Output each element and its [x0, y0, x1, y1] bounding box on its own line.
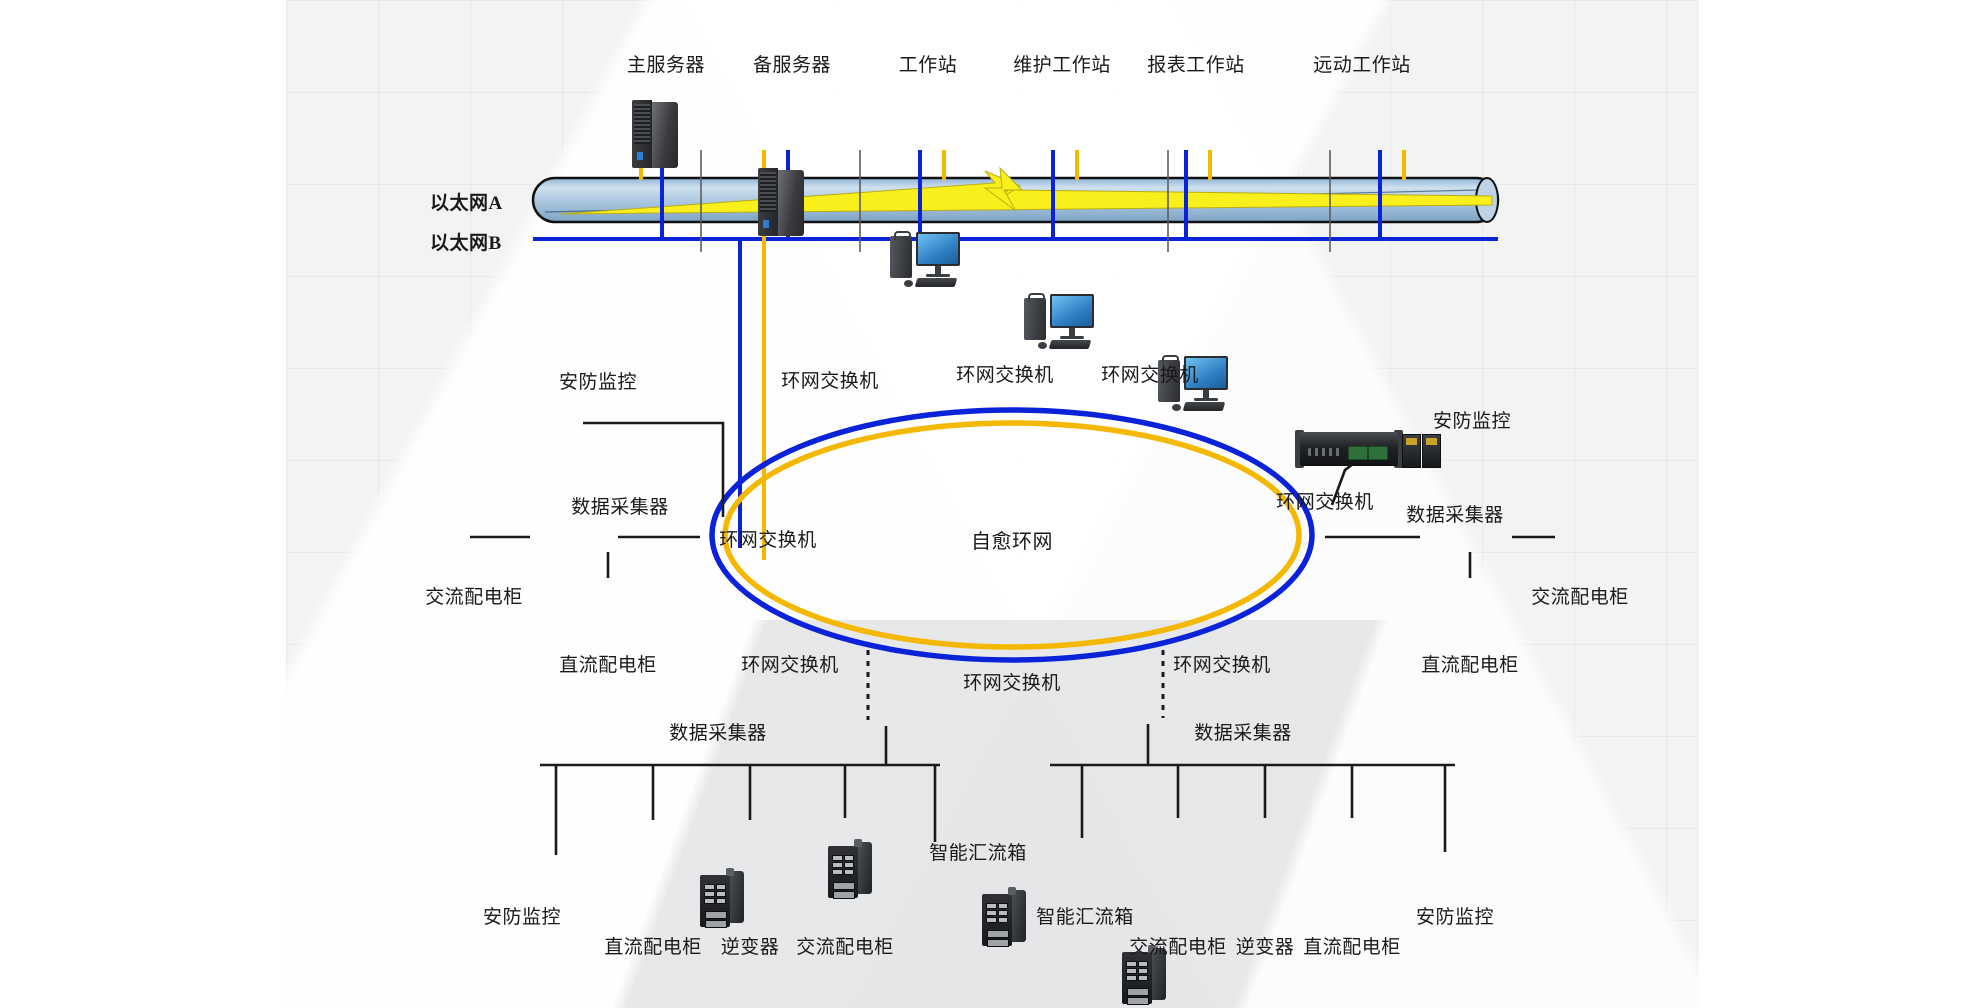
label-workstation: 工作站 — [898, 55, 958, 76]
label-left-ac-cabinet: 交流配电柜 — [425, 587, 523, 608]
label-telecontrol-workstation: 远动工作站 — [1313, 55, 1411, 76]
label-ring-switch-bottom-3: 环网交换机 — [1173, 655, 1271, 676]
tower-server-icon-backup — [758, 168, 804, 236]
workstation-icon-2 — [1024, 293, 1098, 356]
workstation-icon-1 — [890, 231, 964, 294]
label-bl-dc-cabinet: 直流配电柜 — [604, 937, 702, 958]
label-bottom-left-collector: 数据采集器 — [669, 723, 767, 744]
ring-switch-top-2[interactable] — [982, 887, 1026, 947]
label-ring-switch-left: 环网交换机 — [719, 530, 817, 551]
label-right-camera: 安防监控 — [1432, 411, 1512, 432]
label-bl-combiner: 智能汇流箱 — [929, 843, 1027, 864]
label-bl-camera: 安防监控 — [482, 907, 562, 928]
label-right-ac-cabinet: 交流配电柜 — [1531, 587, 1629, 608]
label-br-dc-cabinet: 直流配电柜 — [1303, 937, 1401, 958]
label-self-healing-ring: 自愈环网 — [971, 531, 1053, 553]
label-br-inverter: 逆变器 — [1235, 937, 1295, 958]
label-br-combiner: 智能汇流箱 — [1036, 907, 1134, 928]
label-bl-ac-cabinet: 交流配电柜 — [796, 937, 894, 958]
label-left-dc-cabinet: 直流配电柜 — [559, 655, 657, 676]
label-ring-switch-bottom-2: 环网交换机 — [963, 673, 1061, 694]
label-ethernet-b: 以太网B — [430, 233, 502, 254]
ethernet-a-pipe — [531, 166, 1500, 224]
label-br-camera: 安防监控 — [1415, 907, 1495, 928]
label-backup-server: 备服务器 — [752, 55, 832, 76]
rack-rtu-icon — [1295, 426, 1441, 472]
label-ring-switch-top-2: 环网交换机 — [956, 365, 1054, 386]
label-main-server: 主服务器 — [626, 55, 706, 76]
label-bl-inverter: 逆变器 — [720, 937, 780, 958]
right-margin — [1699, 0, 1980, 1008]
label-ethernet-a: 以太网A — [430, 193, 503, 214]
label-ring-switch-top-1: 环网交换机 — [781, 371, 879, 392]
label-ring-switch-right: 环网交换机 — [1276, 492, 1374, 513]
label-report-workstation: 报表工作站 — [1147, 55, 1245, 76]
tower-server-icon-main — [632, 100, 678, 168]
label-right-dc-cabinet: 直流配电柜 — [1421, 655, 1519, 676]
ring-switch-left[interactable] — [700, 868, 744, 928]
label-ring-switch-top-3: 环网交换机 — [1101, 365, 1199, 386]
label-left-camera: 安防监控 — [558, 372, 638, 393]
left-margin — [0, 0, 286, 1008]
ring-switch-top-1[interactable] — [828, 839, 872, 899]
label-ring-switch-bottom-1: 环网交换机 — [741, 655, 839, 676]
label-bottom-right-collector: 数据采集器 — [1194, 723, 1292, 744]
label-left-collector: 数据采集器 — [571, 497, 669, 518]
label-right-collector: 数据采集器 — [1406, 505, 1504, 526]
label-maintenance-workstation: 维护工作站 — [1013, 55, 1111, 76]
label-br-ac-cabinet: 交流配电柜 — [1129, 937, 1227, 958]
